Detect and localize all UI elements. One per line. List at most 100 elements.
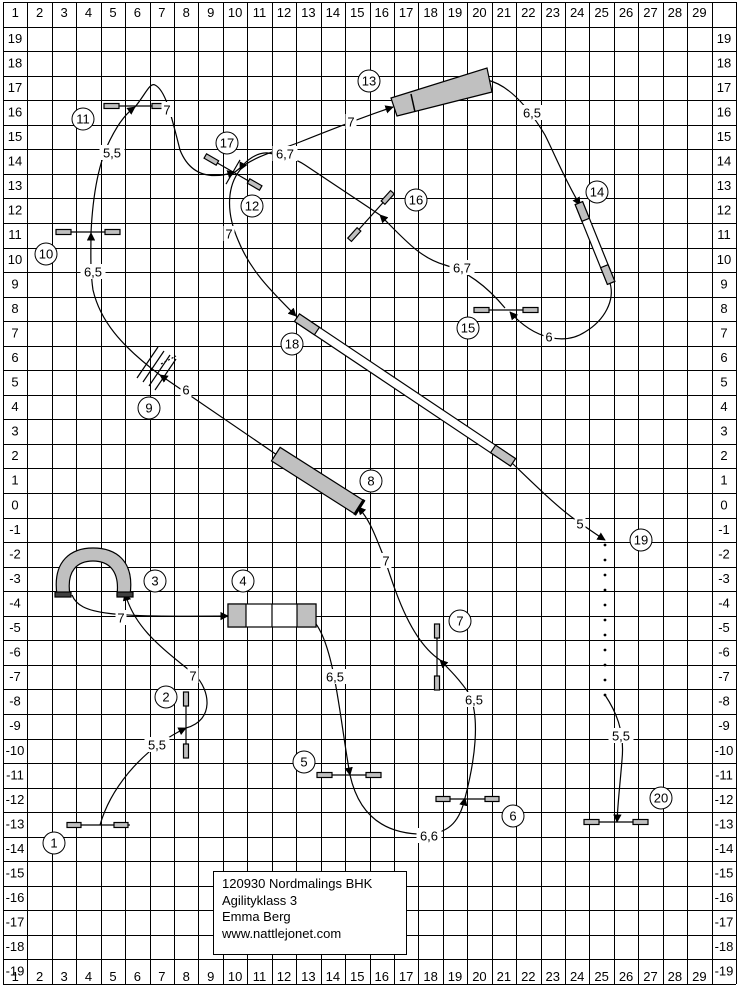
x-tick-label: 21 — [497, 969, 511, 984]
x-tick-label: 27 — [643, 5, 657, 20]
x-tick-label: 28 — [668, 969, 682, 984]
obstacle-number-label: 10 — [39, 247, 53, 262]
distance-label: 6,6 — [420, 829, 438, 844]
distance-label: 5,5 — [103, 146, 121, 161]
distance-label-bg — [80, 264, 106, 279]
obstacle-18-dogwalk — [293, 313, 517, 467]
y-tick-label: -15 — [715, 866, 734, 881]
x-tick-label: 6 — [134, 969, 141, 984]
x-tick-label: 4 — [85, 969, 92, 984]
y-tick-label: 5 — [11, 375, 18, 390]
x-tick-label: 2 — [36, 5, 43, 20]
distance-label-bg — [272, 146, 298, 161]
x-tick-label: 17 — [399, 5, 413, 20]
x-tick-label: 26 — [619, 969, 633, 984]
distance-label: 7 — [347, 115, 354, 130]
x-tick-label: 25 — [594, 5, 608, 20]
course-line-15-16 — [379, 214, 506, 309]
x-tick-label: 24 — [570, 969, 584, 984]
obstacle-2-jump — [182, 691, 190, 759]
obstacle-number-label: 20 — [654, 791, 668, 806]
obstacle-number-label: 16 — [409, 193, 423, 208]
y-tick-label: -18 — [715, 939, 734, 954]
course-line-12-13 — [234, 105, 394, 173]
distance-label: 6,7 — [453, 261, 471, 276]
y-tick-label: -1 — [718, 522, 730, 537]
x-tick-label: 4 — [85, 5, 92, 20]
x-tick-label: 11 — [253, 969, 267, 984]
obstacle-number-circle — [404, 188, 428, 212]
y-tick-label: 18 — [8, 55, 22, 70]
y-tick-label: -12 — [6, 792, 25, 807]
x-tick-label: 9 — [207, 5, 214, 20]
course-line-9-10 — [86, 232, 161, 376]
obstacle-number-circle — [143, 569, 167, 593]
x-tick-label: 2 — [36, 969, 43, 984]
distance-label-bg — [161, 102, 173, 117]
obstacle-number-circle — [280, 332, 304, 356]
obstacle-number-label: 15 — [461, 321, 475, 336]
obstacle-number-circle — [71, 107, 95, 131]
x-tick-label: 8 — [183, 5, 190, 20]
y-tick-label: -14 — [715, 841, 734, 856]
x-tick-label: 19 — [448, 969, 462, 984]
distance-label: 6,5 — [326, 670, 344, 685]
x-tick-label: 3 — [60, 969, 67, 984]
x-tick-label: 13 — [301, 969, 315, 984]
axis-labels: 1122334455667788991010111112121313141415… — [6, 5, 734, 984]
obstacle-number-circle — [501, 804, 525, 828]
obstacle-11-jump — [103, 102, 168, 110]
y-tick-label: -10 — [715, 743, 734, 758]
x-tick-label: 10 — [228, 5, 242, 20]
y-tick-label: 13 — [717, 178, 731, 193]
obstacle-9-weave — [136, 346, 177, 391]
x-tick-label: 11 — [253, 5, 267, 20]
obstacle-10-jump — [55, 228, 121, 236]
course-path — [71, 79, 624, 835]
y-tick-label: 1 — [720, 473, 727, 488]
y-tick-label: 13 — [8, 178, 22, 193]
x-tick-label: 22 — [521, 969, 535, 984]
distance-label: 5,5 — [612, 729, 630, 744]
x-tick-label: 20 — [472, 969, 486, 984]
distance-label: 7 — [117, 611, 124, 626]
x-tick-label: 24 — [570, 5, 584, 20]
y-tick-label: 3 — [11, 424, 18, 439]
y-tick-label: -3 — [718, 571, 730, 586]
distance-label-bg — [345, 114, 357, 129]
distance-label: 7 — [163, 103, 170, 118]
x-tick-label: 3 — [60, 5, 67, 20]
y-tick-label: 6 — [720, 350, 727, 365]
y-tick-label: 14 — [8, 154, 22, 169]
grid — [3, 2, 737, 985]
x-tick-label: 19 — [448, 5, 462, 20]
distance-label-bg — [99, 145, 125, 160]
obstacle-number-label: 18 — [285, 337, 299, 352]
y-tick-label: -9 — [718, 718, 730, 733]
y-tick-label: -16 — [715, 890, 734, 905]
y-tick-label: -16 — [6, 890, 25, 905]
course-line-13-14 — [486, 79, 581, 206]
distance-label: 6,5 — [84, 265, 102, 280]
x-tick-label: 21 — [497, 5, 511, 20]
obstacle-number-label: 17 — [220, 136, 234, 151]
obstacle-number-label: 8 — [367, 474, 374, 489]
y-tick-label: -8 — [718, 694, 730, 709]
y-tick-label: -13 — [6, 816, 25, 831]
distance-label: 7 — [189, 669, 196, 684]
obstacle-20-jump — [583, 818, 649, 826]
y-tick-label: -13 — [715, 816, 734, 831]
obstacle-number-label: 13 — [362, 74, 376, 89]
obstacle-14-seesaw — [574, 200, 616, 286]
x-tick-label: 10 — [228, 969, 242, 984]
distance-label-bg — [416, 828, 442, 843]
course-line-3-4 — [71, 594, 229, 621]
x-tick-label: 15 — [350, 5, 364, 20]
y-tick-label: -8 — [9, 694, 21, 709]
y-tick-label: -3 — [9, 571, 21, 586]
course-line-4-5 — [315, 623, 353, 776]
obstacle-number-circle — [42, 831, 66, 855]
obstacle-4-table — [227, 603, 317, 628]
course-line-5-6 — [349, 774, 468, 835]
